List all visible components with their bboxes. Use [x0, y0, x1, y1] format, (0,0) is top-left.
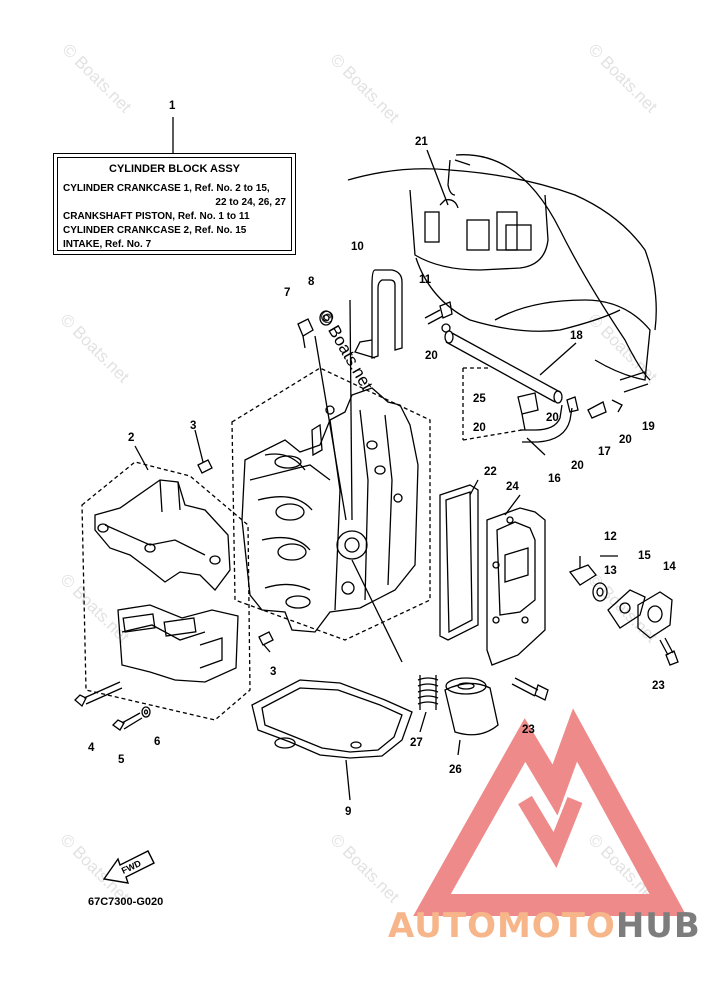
- document-code: 67C7300-G020: [88, 896, 164, 908]
- callout-label: 17: [598, 446, 611, 458]
- callout-label: 23: [522, 724, 535, 736]
- callout-label: 2: [128, 432, 135, 444]
- brand-part-2: HUB: [615, 906, 701, 946]
- callout-label: 16: [548, 473, 561, 485]
- callout-label: 21: [415, 136, 428, 148]
- callout-label: 27: [410, 737, 423, 749]
- legend-inner-frame: [57, 157, 292, 251]
- legend-line: CYLINDER CRANKCASE 1, Ref. No. 2 to 15,: [63, 183, 270, 194]
- callout-label: 14: [663, 561, 676, 573]
- legend-line: CRANKSHAFT PISTON, Ref. No. 1 to 11: [63, 211, 250, 222]
- callout-label: 20: [473, 422, 486, 434]
- callout-label: 19: [642, 421, 655, 433]
- callout-label: 1: [169, 100, 176, 112]
- legend-line: CYLINDER CRANKCASE 2, Ref. No. 15: [63, 225, 247, 236]
- assembly-legend-box: CYLINDER BLOCK ASSY CYLINDER CRANKCASE 1…: [53, 153, 296, 255]
- callout-label: 3: [270, 666, 277, 678]
- legend-title: CYLINDER BLOCK ASSY: [109, 163, 240, 175]
- callout-label: 15: [638, 550, 651, 562]
- callout-label: 3: [190, 420, 197, 432]
- forward-arrow-icon: [102, 850, 155, 884]
- brand-wordmark: AUTOMOTOHUB: [388, 906, 701, 946]
- callout-label: 18: [570, 330, 583, 342]
- callout-label: 8: [308, 276, 315, 288]
- callout-label: 20: [425, 350, 438, 362]
- callout-label: 7: [284, 287, 291, 299]
- legend-line: 22 to 24, 26, 27: [215, 197, 286, 208]
- callout-label: 10: [351, 241, 364, 253]
- legend-line: INTAKE, Ref. No. 7: [63, 239, 152, 250]
- callout-label: 11: [419, 274, 432, 286]
- callout-label: 20: [546, 412, 559, 424]
- callout-label: 6: [154, 736, 161, 748]
- callout-label: 23: [652, 680, 665, 692]
- callout-label: 5: [118, 754, 125, 766]
- brand-part-1: AUTOMOTO: [388, 906, 616, 946]
- callout-label: 20: [619, 434, 632, 446]
- callout-label: 25: [473, 393, 486, 405]
- callout-label: 13: [604, 565, 617, 577]
- callout-label: 24: [506, 481, 519, 493]
- callout-label: 4: [88, 742, 95, 754]
- callout-label: 9: [345, 806, 352, 818]
- callout-label: 22: [484, 466, 497, 478]
- callout-label: 26: [449, 764, 462, 776]
- callout-label: 12: [604, 531, 617, 543]
- callout-label: 20: [571, 460, 584, 472]
